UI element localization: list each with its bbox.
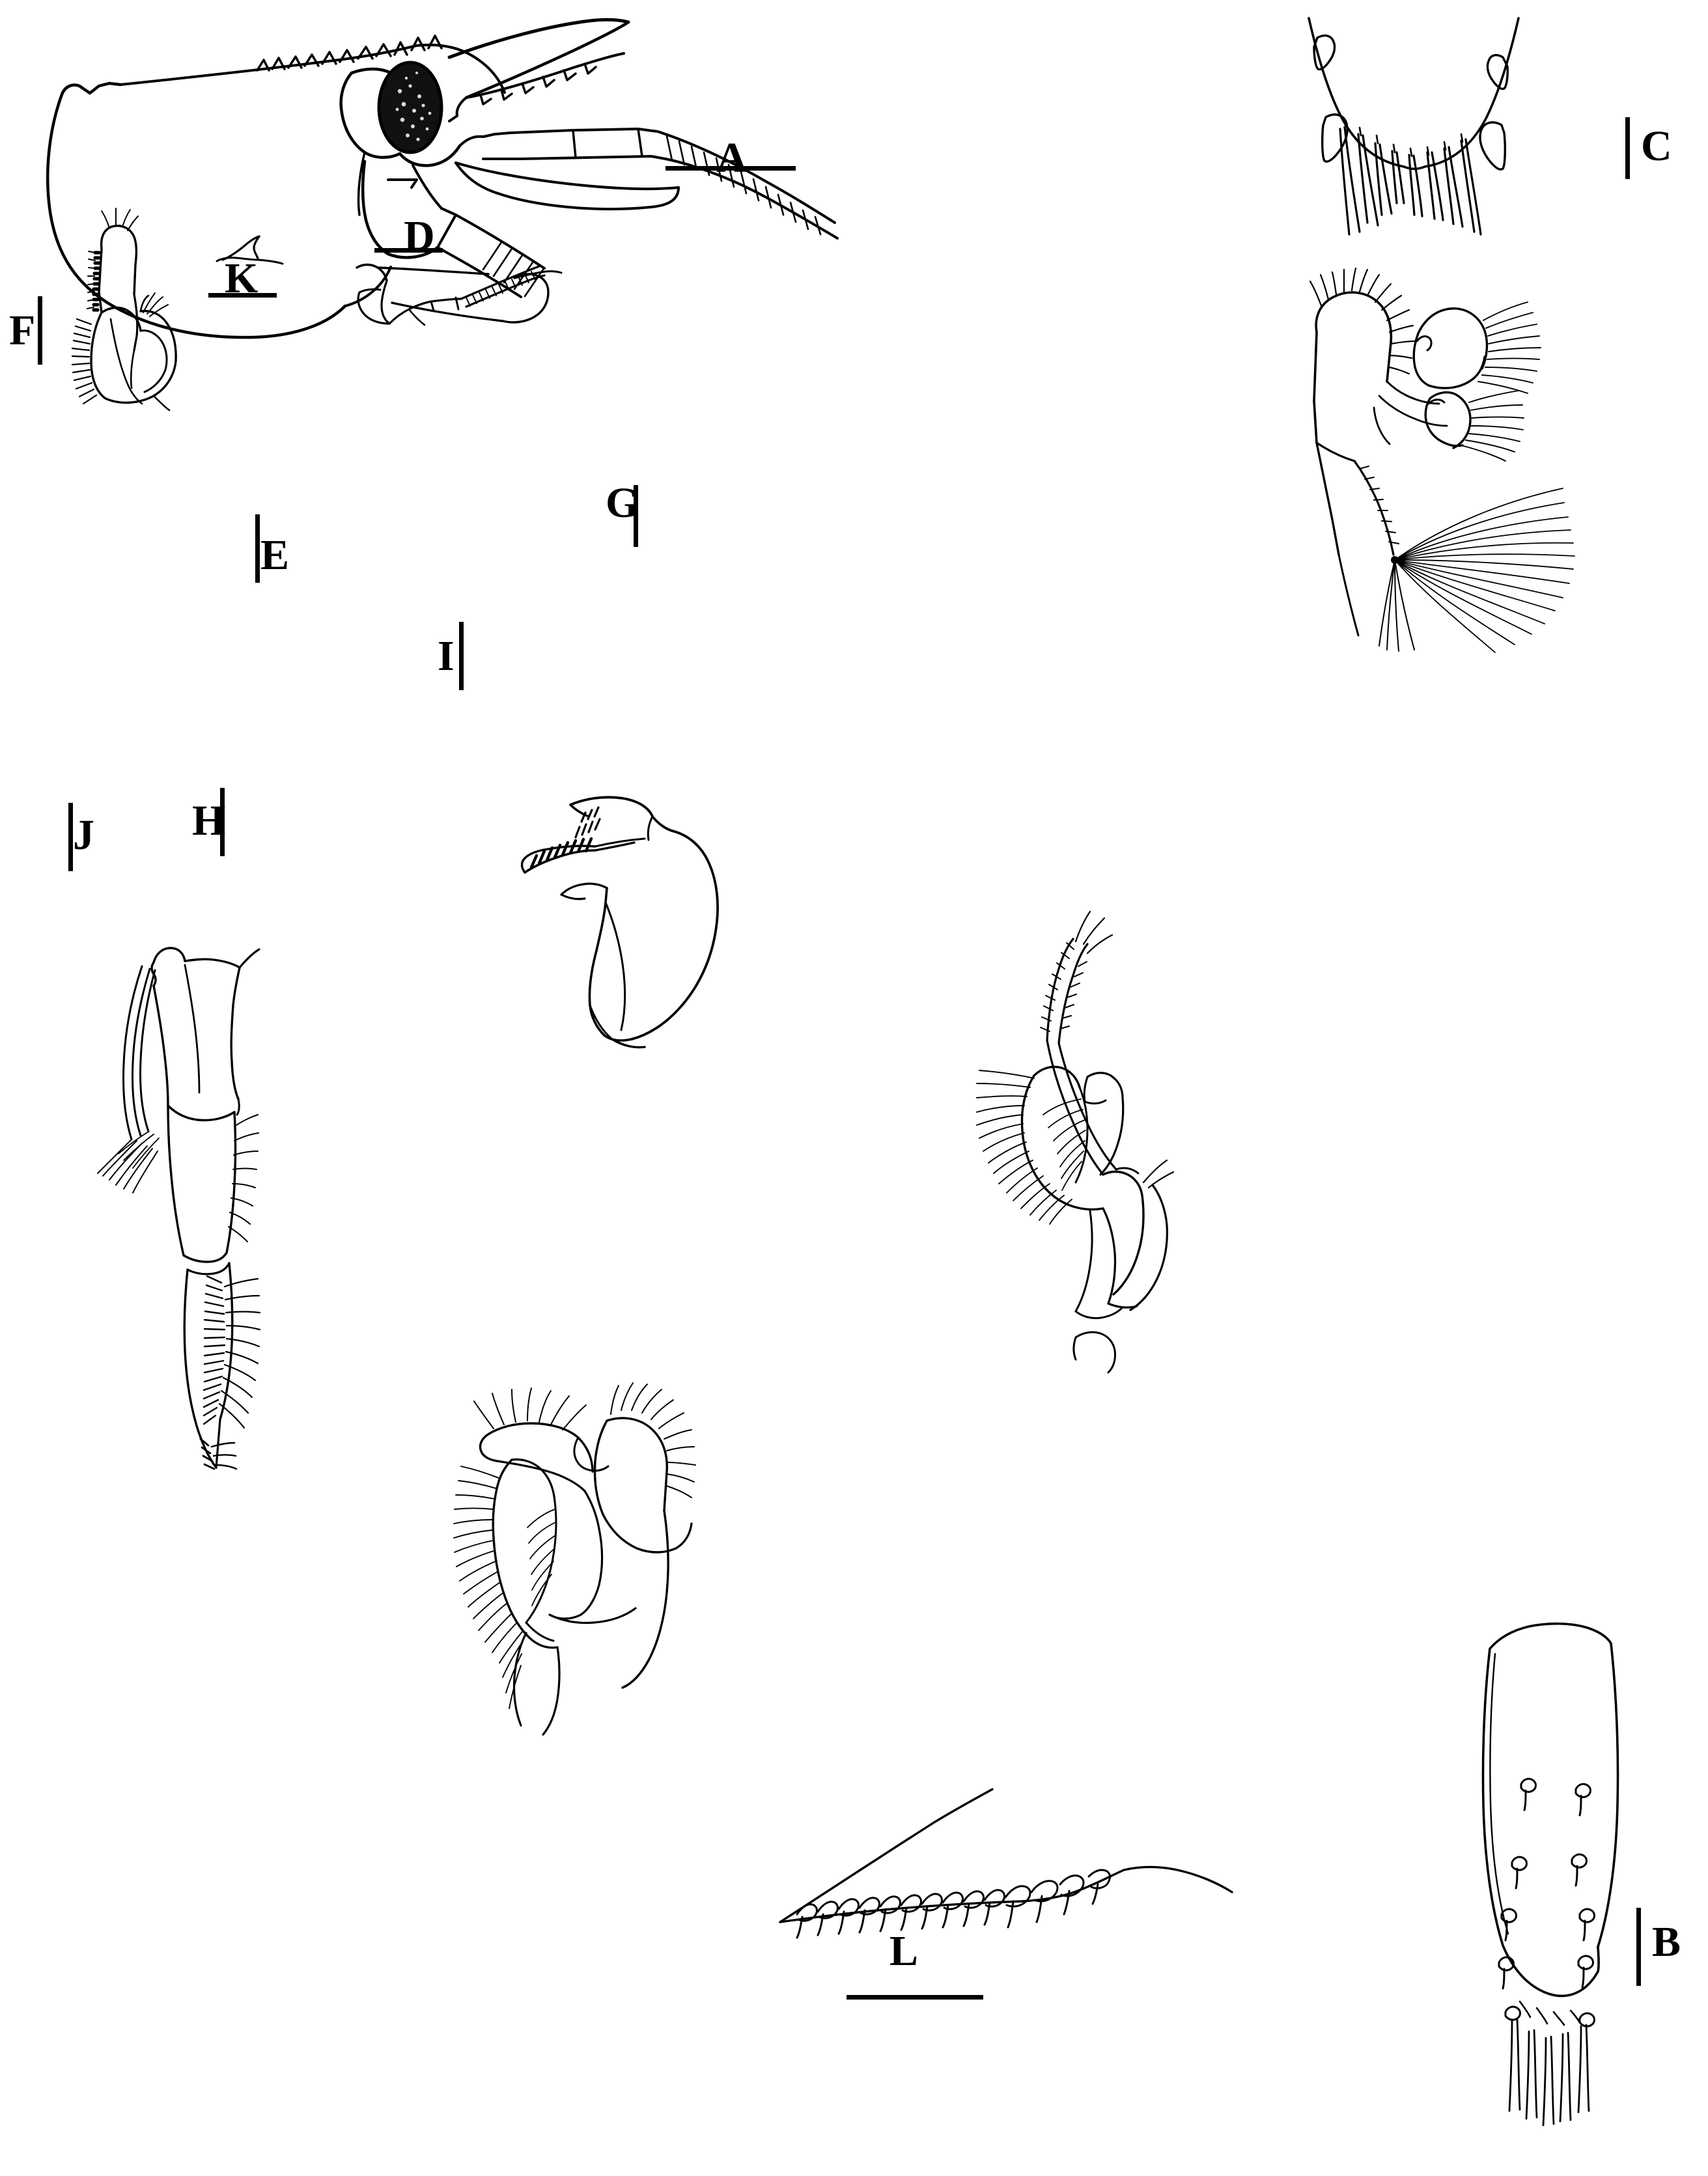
panel-B-scalebar (1636, 1908, 1641, 1986)
panel-F-figure (39, 208, 267, 411)
panel-D-figure (352, 251, 573, 335)
panel-K-label: K (225, 255, 259, 302)
panel-L-scalebar (847, 1995, 983, 2000)
panel-G-label: G (606, 479, 639, 527)
panel-E-figure (508, 775, 781, 1087)
panel-B-label: B (1652, 1918, 1681, 1966)
panel-I-figure (931, 910, 1257, 1393)
panel-C-figure (1276, 7, 1550, 241)
panel-E-scalebar (255, 514, 260, 583)
panel-E-label: E (260, 531, 290, 579)
panel-J-label: J (73, 811, 94, 859)
panel-A-scalebar (665, 166, 796, 171)
panel-H-figure (417, 1361, 716, 1736)
panel-K-scalebar (208, 293, 277, 298)
panel-J-figure (91, 931, 287, 1530)
panel-J-scalebar (68, 803, 73, 871)
panel-A-label: A (716, 134, 748, 182)
panel-L-figure (768, 1784, 1237, 1947)
panel-I-scalebar (459, 622, 464, 690)
panel-H-scalebar (220, 788, 225, 856)
panel-G-scalebar (634, 485, 638, 547)
panel-D-scalebar (374, 248, 443, 253)
panel-I-label: I (438, 632, 455, 680)
panel-C-label: C (1641, 122, 1672, 170)
panel-B-figure (1465, 1602, 1660, 2162)
panel-D-label: D (404, 212, 435, 260)
panel-F-scalebar (38, 296, 42, 365)
panel-F-label: F (9, 307, 36, 354)
panel-H-label: H (192, 797, 226, 844)
panel-K-figure (215, 231, 293, 270)
panel-G-figure (1276, 267, 1693, 677)
panel-C-scalebar (1625, 117, 1630, 179)
panel-L-label: L (889, 1927, 919, 1975)
